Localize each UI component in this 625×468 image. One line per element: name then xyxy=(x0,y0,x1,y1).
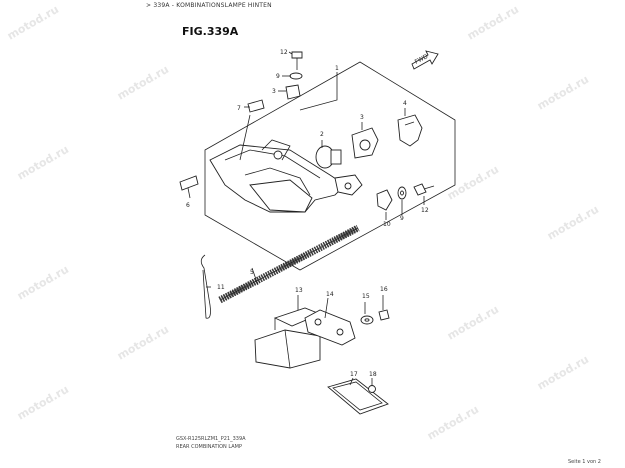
watermark: motod.ru xyxy=(545,203,601,243)
fwd-arrow-icon: FWD xyxy=(411,50,439,70)
callout-14: 14 xyxy=(326,291,334,298)
license-lamp-unit xyxy=(304,309,356,346)
footer-code: GSX-R125RLZM1_P21_339A xyxy=(176,436,246,442)
bulb xyxy=(315,145,342,169)
watermark: motod.ru xyxy=(445,303,501,343)
callout-13: 13 xyxy=(295,287,303,294)
callout-1: 1 xyxy=(335,65,339,72)
assembly-outline xyxy=(204,61,456,271)
page-indicator: Seite 1 von 2 xyxy=(568,459,601,465)
socket-cover xyxy=(397,114,423,147)
clamp xyxy=(200,254,211,319)
bolt-12-lower xyxy=(413,183,435,196)
callout-7: 7 xyxy=(237,105,241,112)
callout-9b: 9 xyxy=(400,215,404,222)
callout-10: 10 xyxy=(383,221,391,228)
watermark: motod.ru xyxy=(15,143,71,183)
callout-16: 16 xyxy=(380,286,388,293)
watermark: motod.ru xyxy=(425,403,481,443)
callout-12b: 12 xyxy=(421,207,429,214)
callout-11: 11 xyxy=(217,284,225,291)
license-lamp-housing xyxy=(254,307,322,369)
rear-lamp-housing xyxy=(209,139,363,213)
watermark: motod.ru xyxy=(535,73,591,113)
wire-hose-pattern xyxy=(218,225,360,303)
watermark: motod.ru xyxy=(445,163,501,203)
grommet-3 xyxy=(285,84,301,100)
callout-12: 12 xyxy=(280,49,288,56)
watermark: motod.ru xyxy=(115,323,171,363)
breadcrumb: > 339A - KOMBINATIONSLAMPE HINTEN xyxy=(146,2,272,9)
rubber-7 xyxy=(247,99,265,113)
nut-18 xyxy=(368,385,376,393)
washer-9-upper xyxy=(289,72,303,80)
grommet-10 xyxy=(376,189,393,211)
callout-2: 2 xyxy=(320,131,324,138)
watermark: motod.ru xyxy=(535,353,591,393)
figure-title: FIG.339A xyxy=(182,25,239,38)
watermark: motod.ru xyxy=(115,63,171,103)
bulb-socket xyxy=(351,127,379,159)
watermark: motod.ru xyxy=(15,263,71,303)
leader-lines xyxy=(187,51,425,386)
callout-4: 4 xyxy=(403,100,407,107)
callout-3: 3 xyxy=(272,88,276,95)
reflector xyxy=(327,378,389,415)
callout-numbers: 12 9 3 1 7 2 3 4 6 5 11 10 9 12 13 14 15… xyxy=(186,49,429,378)
washer-15 xyxy=(360,315,374,325)
callout-9: 9 xyxy=(276,73,280,80)
watermark-layer: motod.ru motod.ru motod.ru motod.ru moto… xyxy=(5,3,601,443)
washer-9-lower xyxy=(397,186,407,200)
rubber-8 xyxy=(179,175,199,191)
callout-15: 15 xyxy=(362,293,370,300)
watermark: motod.ru xyxy=(465,3,521,43)
footer-caption: REAR COMBINATION LAMP xyxy=(176,444,242,450)
screw-16 xyxy=(378,309,390,321)
callout-18: 18 xyxy=(369,371,377,378)
watermark: motod.ru xyxy=(15,383,71,423)
callout-17: 17 xyxy=(350,371,358,378)
watermark: motod.ru xyxy=(5,3,61,43)
callout-6: 6 xyxy=(186,202,190,209)
callout-5: 5 xyxy=(250,269,254,276)
bolt-12-upper xyxy=(291,51,303,70)
callout-3b: 3 xyxy=(360,114,364,121)
